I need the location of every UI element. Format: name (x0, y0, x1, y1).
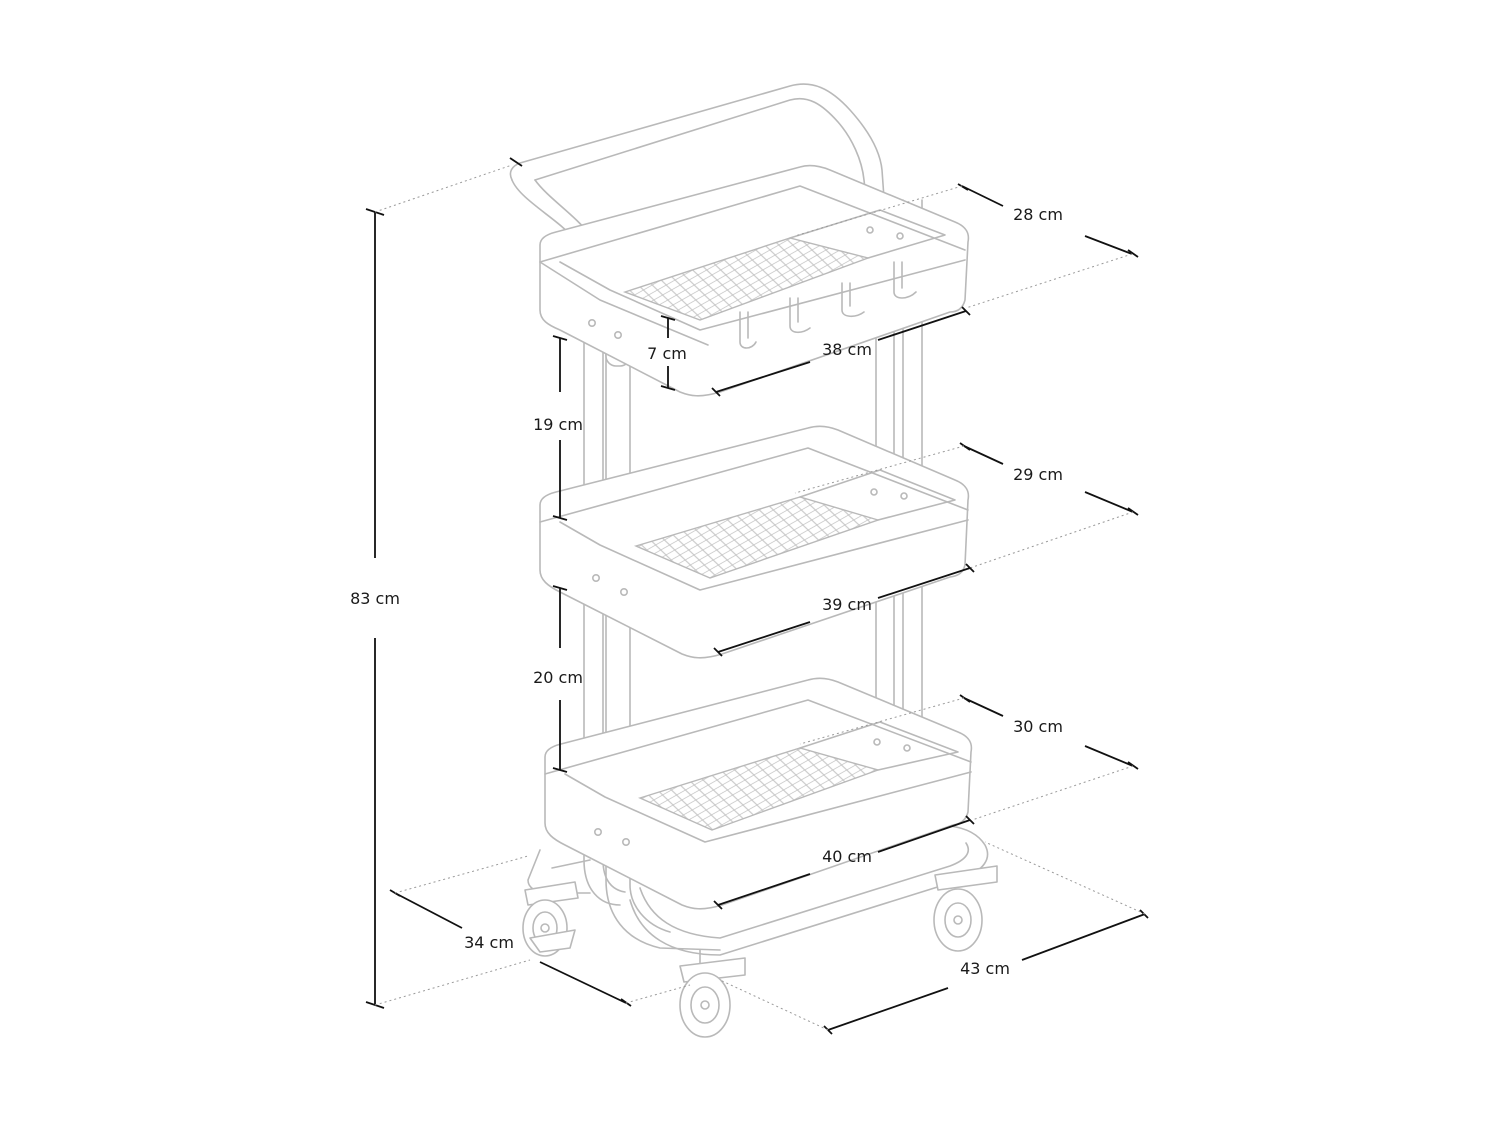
dim-middle-width (713, 563, 975, 657)
top-basket (539, 164, 970, 397)
dim-bottom-depth (799, 694, 1139, 821)
label-bottom-depth: 30 cm (1013, 717, 1063, 736)
dim-bottom-width (713, 815, 975, 910)
cart-illustration (509, 83, 998, 1038)
dim-top-height (660, 315, 676, 391)
wheel-front-left (522, 881, 579, 957)
label-base-width: 43 cm (960, 959, 1010, 978)
label-middle-depth: 29 cm (1013, 465, 1063, 484)
dim-middle-depth (794, 442, 1139, 569)
dim-gap-lower (552, 585, 568, 773)
screws (587, 226, 911, 846)
label-top-height: 7 cm (647, 344, 687, 363)
middle-basket (539, 425, 970, 659)
dimension-lines (365, 157, 1149, 1035)
wheel-front-center (679, 957, 746, 1038)
label-top-depth: 28 cm (1013, 205, 1063, 224)
label-base-depth: 34 cm (464, 933, 514, 952)
bottom-basket (544, 677, 973, 910)
label-bottom-width: 40 cm (822, 847, 872, 866)
dimension-labels: 83 cm 28 cm 38 cm 7 cm 19 cm 29 cm 39 cm… (350, 205, 1063, 978)
dim-base-width (719, 841, 1149, 1035)
label-total-height: 83 cm (350, 589, 400, 608)
hooks (739, 261, 917, 349)
wheels (522, 865, 998, 1038)
label-gap-lower: 20 cm (533, 668, 583, 687)
dim-base-depth (389, 855, 691, 1007)
label-gap-upper: 19 cm (533, 415, 583, 434)
label-top-width: 38 cm (822, 340, 872, 359)
label-middle-width: 39 cm (822, 595, 872, 614)
front-center-tube (605, 299, 721, 951)
wheel-back-right (933, 865, 998, 952)
dim-total-height (365, 157, 531, 1009)
dim-top-depth (794, 183, 1139, 309)
dim-top-width (711, 306, 971, 397)
dim-gap-upper (552, 335, 568, 521)
